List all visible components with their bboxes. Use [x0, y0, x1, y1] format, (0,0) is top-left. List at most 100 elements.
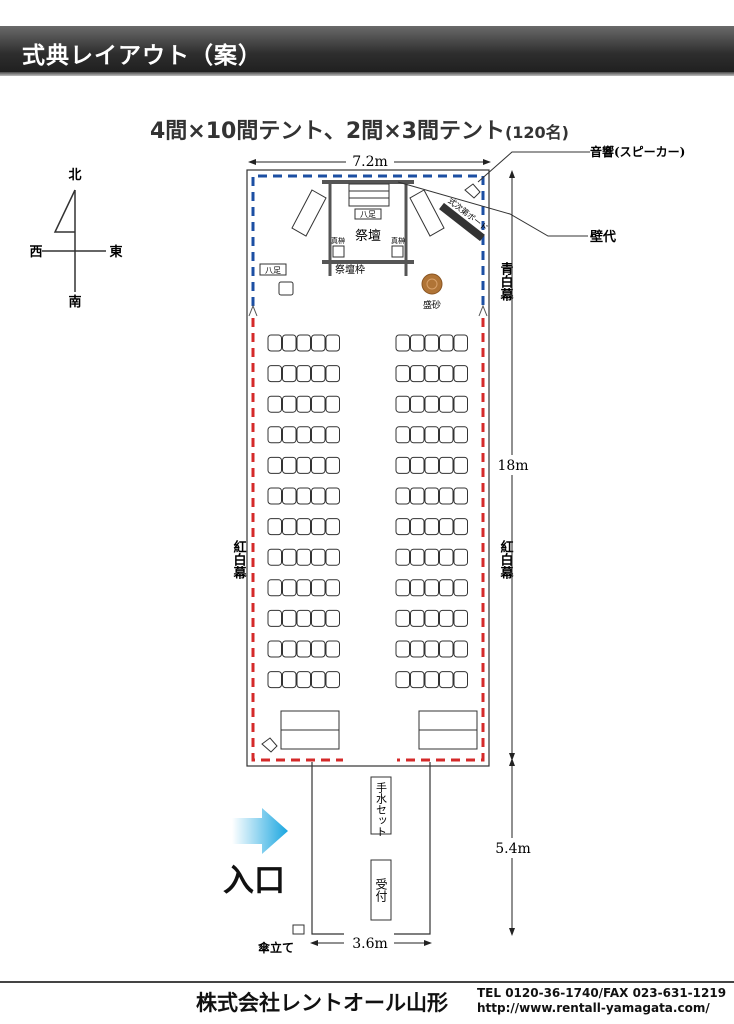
- seat: [267, 579, 282, 597]
- seat: [410, 518, 425, 536]
- seat: [296, 487, 311, 505]
- seat: [439, 671, 454, 689]
- seat: [395, 334, 410, 352]
- shinboku-right-label: 真榊: [391, 236, 405, 245]
- seat: [282, 456, 297, 474]
- footer-url[interactable]: http://www.rentall-yamagata.com/: [477, 1001, 710, 1015]
- compass-north: 北: [68, 168, 81, 183]
- seat: [296, 548, 311, 566]
- subtitle-main: 4間×10間テント、2間×3間テント: [150, 119, 505, 144]
- footer-contact: TEL 0120-36-1740/FAX 023-631-1219 http:/…: [477, 986, 726, 1016]
- seat: [311, 456, 326, 474]
- seat: [410, 640, 425, 658]
- hasshaku-box: [259, 263, 287, 276]
- seat: [439, 365, 454, 383]
- temizu-box: [370, 776, 392, 835]
- seat: [410, 395, 425, 413]
- seat: [424, 334, 439, 352]
- seating-grid: [267, 334, 468, 689]
- hasshaku-label-left: 八足: [265, 266, 281, 275]
- seat: [282, 487, 297, 505]
- subtitle-capacity: (120名): [504, 123, 569, 142]
- seat: [311, 395, 326, 413]
- seat: [325, 671, 340, 689]
- seat: [296, 334, 311, 352]
- seat: [296, 518, 311, 536]
- seat: [439, 426, 454, 444]
- seat: [439, 609, 454, 627]
- seat: [439, 640, 454, 658]
- seat: [311, 487, 326, 505]
- seat: [311, 609, 326, 627]
- shinboku-left-label: 真榊: [331, 236, 345, 245]
- dimension-length: 18m: [494, 170, 532, 761]
- seat: [267, 518, 282, 536]
- seat: [395, 609, 410, 627]
- seat: [395, 395, 410, 413]
- seat: [325, 334, 340, 352]
- wall-label: 壁代: [590, 229, 616, 245]
- seat: [439, 334, 454, 352]
- seat: [424, 609, 439, 627]
- seat: [311, 518, 326, 536]
- seat: [311, 426, 326, 444]
- seat: [410, 609, 425, 627]
- seat: [267, 609, 282, 627]
- seat: [439, 487, 454, 505]
- width-label: 7.2m: [352, 154, 388, 170]
- layout-subtitle: 4間×10間テント、2間×3間テント(120名): [150, 113, 569, 145]
- reception-box: [370, 859, 392, 921]
- seat: [410, 426, 425, 444]
- seat: [325, 456, 340, 474]
- seat: [424, 395, 439, 413]
- seat: [267, 640, 282, 658]
- seat: [410, 579, 425, 597]
- seat: [282, 426, 297, 444]
- tables-bottom: [280, 710, 478, 750]
- seat: [395, 518, 410, 536]
- seat: [453, 487, 468, 505]
- seat: [424, 487, 439, 505]
- seat: [424, 426, 439, 444]
- seat: [282, 548, 297, 566]
- speaker-label: 音響(スピーカー): [590, 144, 685, 159]
- entrance-arrow-icon: [232, 808, 288, 854]
- compass: 北 南 西 東: [29, 168, 122, 310]
- seat: [424, 365, 439, 383]
- dimension-outer-length: 5.4m: [494, 758, 532, 936]
- hasshaku-label-altar: 八足: [360, 210, 376, 219]
- length-label: 18m: [497, 458, 528, 474]
- seat: [311, 334, 326, 352]
- seat: [453, 548, 468, 566]
- stand-box: [278, 281, 294, 296]
- seat: [267, 365, 282, 383]
- seat: [267, 426, 282, 444]
- seat: [267, 456, 282, 474]
- seat: [453, 671, 468, 689]
- seat: [282, 609, 297, 627]
- seat: [439, 579, 454, 597]
- seat: [410, 671, 425, 689]
- red-white-curtain-left-label: 紅白幕: [231, 539, 248, 580]
- seat: [453, 426, 468, 444]
- umbrella-stand-box: [292, 924, 305, 935]
- seat: [282, 640, 297, 658]
- seat: [311, 579, 326, 597]
- seat: [267, 334, 282, 352]
- speaker-top-right: [464, 183, 481, 199]
- entrance-label: 入口: [223, 863, 285, 899]
- seat: [439, 518, 454, 536]
- header-bar: 式典レイアウト（案）: [0, 26, 734, 76]
- outer-length-label: 5.4m: [495, 841, 531, 857]
- seat: [296, 671, 311, 689]
- temizu-label: 手水セット: [375, 781, 388, 837]
- seat: [453, 456, 468, 474]
- seat: [296, 456, 311, 474]
- seat: [296, 395, 311, 413]
- seat: [395, 579, 410, 597]
- blue-white-curtain: [251, 174, 485, 306]
- seat: [325, 395, 340, 413]
- seat: [439, 548, 454, 566]
- seat: [311, 640, 326, 658]
- reception-label: 受付: [374, 878, 388, 903]
